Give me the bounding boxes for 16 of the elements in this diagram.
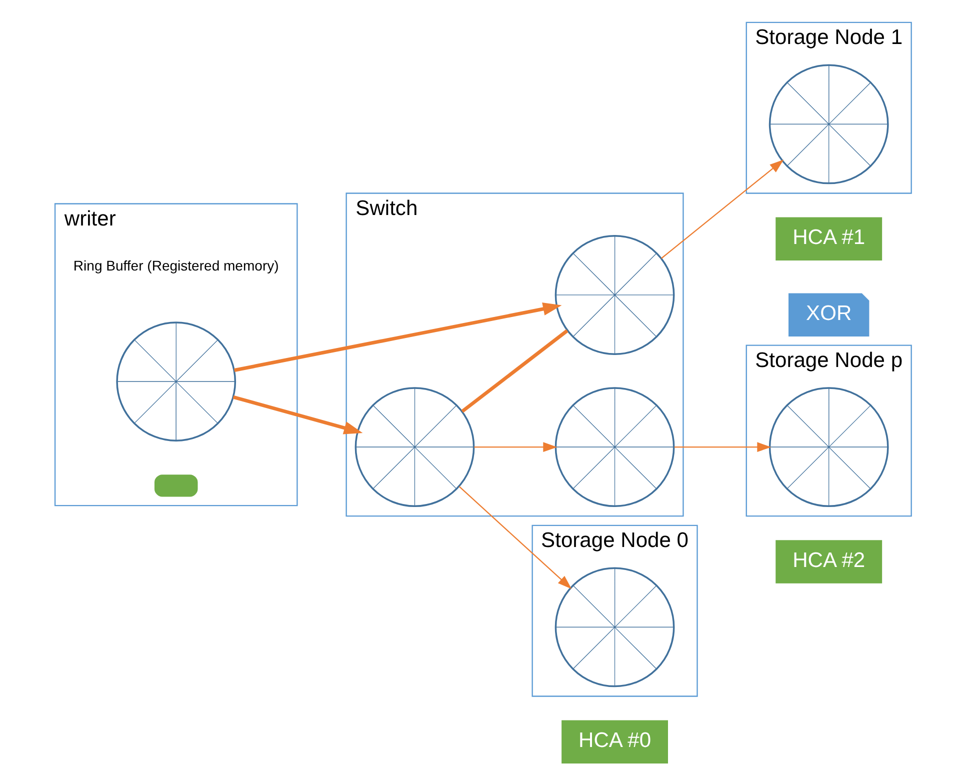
arrow bbox=[674, 442, 772, 452]
node-box: HCA #2 bbox=[776, 540, 882, 584]
node-label: Ring Buffer (Registered memory) bbox=[73, 258, 279, 274]
node-box: HCA #0 bbox=[562, 720, 668, 764]
cluster: Storage Node p bbox=[746, 344, 912, 517]
arrow bbox=[474, 442, 558, 452]
node-box bbox=[154, 474, 198, 497]
arrow bbox=[232, 395, 363, 434]
connector bbox=[461, 329, 568, 413]
cluster: Storage Node 0 bbox=[532, 524, 698, 697]
arrow bbox=[234, 302, 562, 372]
cluster: Switch bbox=[346, 192, 684, 517]
arrow bbox=[458, 486, 572, 589]
arrow bbox=[661, 160, 784, 259]
node-box: HCA #1 bbox=[776, 217, 882, 260]
cluster: Storage Node 1 bbox=[746, 22, 912, 194]
